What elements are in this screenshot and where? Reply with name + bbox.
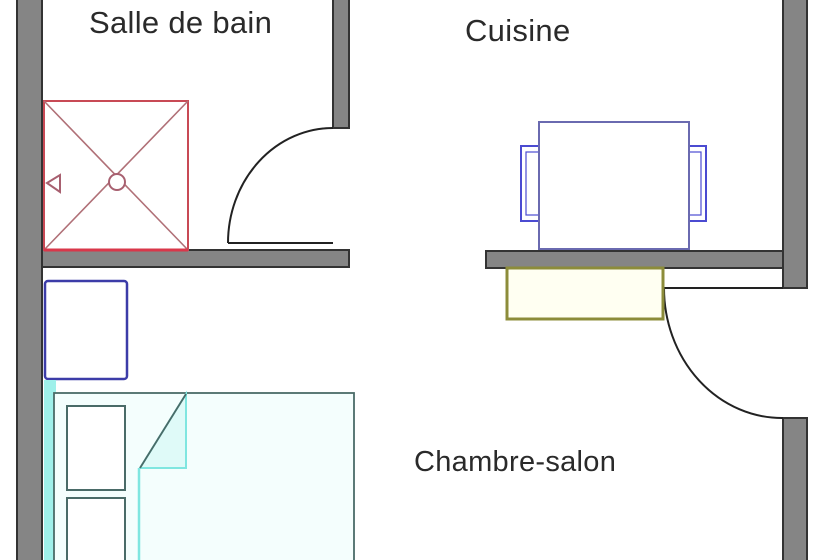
shower (43, 100, 189, 252)
double-bed (44, 380, 355, 560)
shower-head-icon (45, 173, 61, 194)
kitchen-table (520, 121, 707, 250)
drain-icon (108, 173, 126, 191)
door-swing-arc (227, 127, 334, 244)
room-label-bathroom: Salle de bain (89, 5, 273, 40)
room-label-living: Chambre-salon (414, 446, 617, 478)
bathroom-right-wall (332, 0, 350, 129)
door-swing-arc (663, 287, 784, 420)
table-top (538, 121, 690, 250)
bathroom-bottom-wall (41, 249, 350, 268)
kitchen-appliance (505, 266, 665, 321)
walls (16, 0, 808, 560)
right-wall-upper (782, 0, 808, 289)
nightstand (43, 279, 129, 381)
entrance-door[interactable] (663, 287, 784, 420)
kitchen-counter-wall (485, 250, 785, 269)
bathroom-door[interactable] (227, 127, 334, 244)
room-label-kitchen: Cuisine (465, 13, 571, 48)
pillow (66, 405, 126, 491)
right-wall-lower (782, 417, 808, 560)
left-wall (16, 0, 43, 560)
pillow (66, 497, 126, 560)
